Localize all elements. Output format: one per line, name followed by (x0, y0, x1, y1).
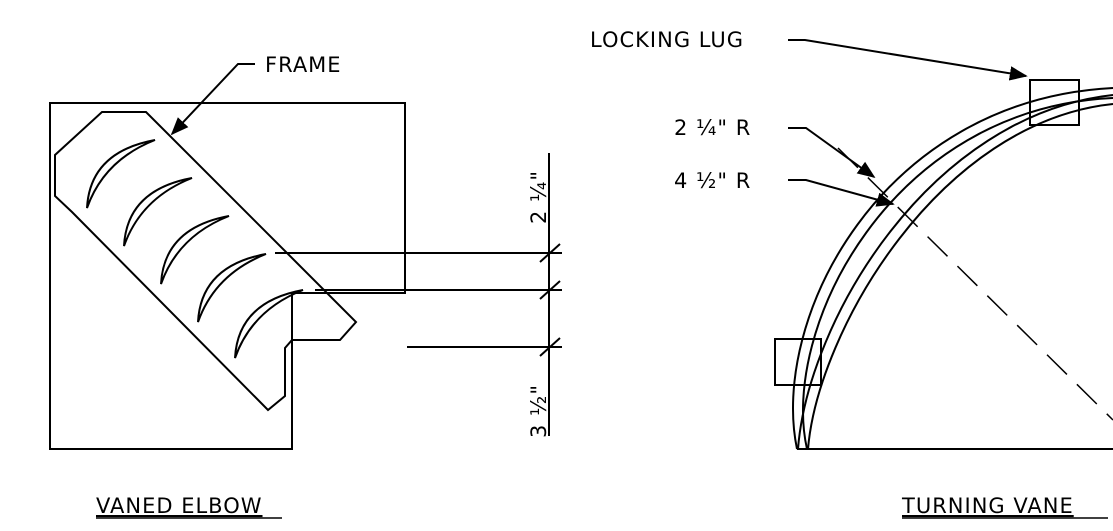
locking-lug-leader (788, 39, 1028, 81)
turning-vane-arc-large-outer (797, 94, 1113, 450)
radius-small-label: 2 ¼" R (674, 116, 751, 140)
vane-frame (54, 111, 358, 412)
dimension-tick-middle (539, 280, 561, 300)
vaned-elbow-view: FRAME 2 ¼" 3 ½" VANED ELBOW (49, 53, 562, 519)
radius-center-line (837, 147, 1113, 421)
turning-vane-title: TURNING VANE (901, 494, 1074, 518)
radius-large-label: 4 ½" R (674, 169, 751, 193)
vaned-elbow-title: VANED ELBOW (96, 494, 263, 518)
radius-small-leader (788, 127, 876, 179)
turning-vane-arc-large-inner (807, 103, 1113, 450)
turning-vane-view: LOCKING LUG 2 ¼" R 4 ½" R TURNING VANE (590, 28, 1113, 519)
dimension-lower-text: 3 ½" (527, 384, 551, 438)
dimension-upper-text: 2 ¼" (527, 170, 551, 224)
turning-vane-arc-small-inner (802, 97, 1113, 450)
locking-lug-label: LOCKING LUG (590, 28, 744, 52)
vane-4 (197, 253, 267, 323)
frame-leader-line (170, 63, 255, 136)
radius-large-leader (788, 179, 895, 207)
vane-5 (234, 289, 304, 359)
dimension-tick-lower (539, 337, 561, 357)
vane-3 (160, 215, 230, 285)
frame-label: FRAME (265, 53, 342, 77)
vane-2 (123, 177, 193, 247)
dimension-tick-upper (539, 243, 561, 263)
vane-1 (86, 139, 156, 209)
turning-vane-arc-small-outer (792, 87, 1113, 450)
